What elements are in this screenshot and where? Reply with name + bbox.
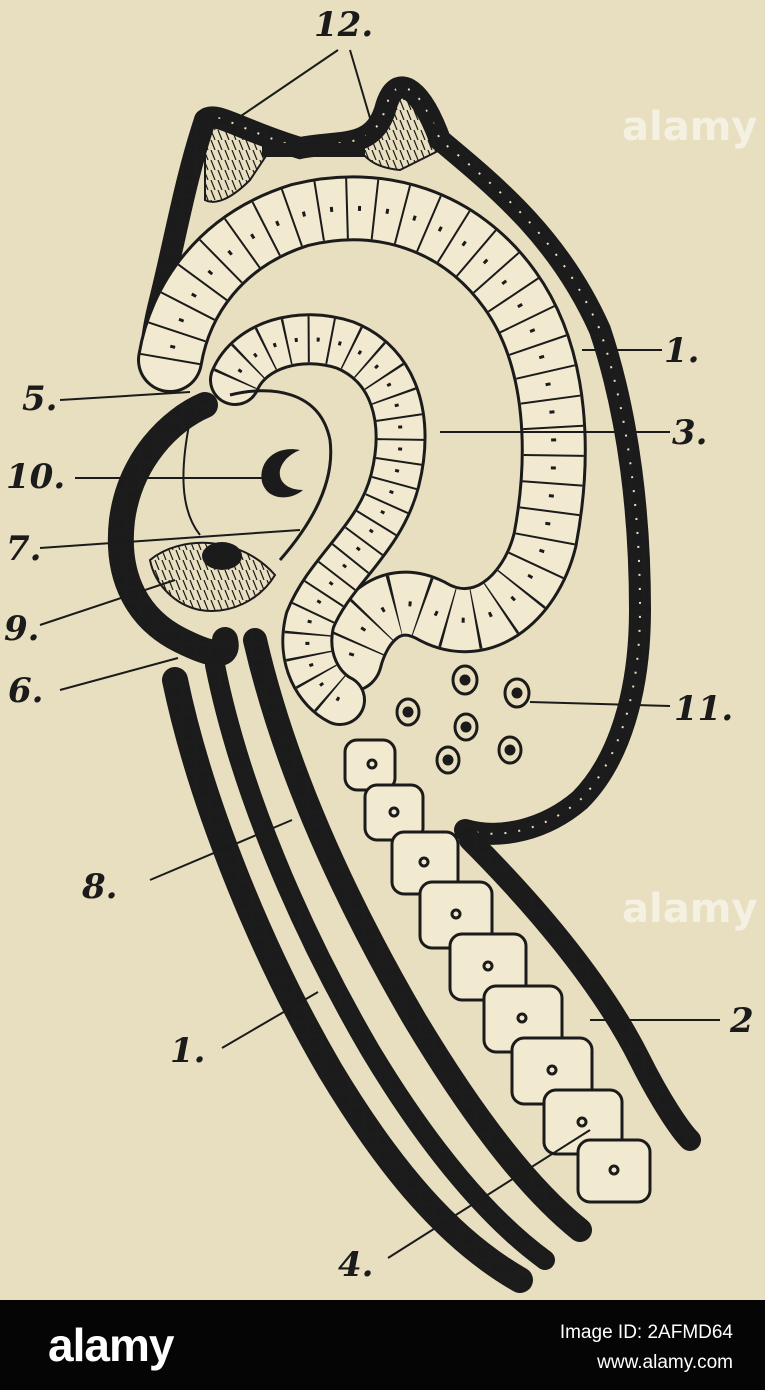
- lower-tube-layers: [162, 628, 701, 1293]
- image-id-text: Image ID: 2AFMD64: [559, 1322, 733, 1343]
- label-7: 7.: [6, 529, 42, 569]
- label-4: 4.: [338, 1245, 374, 1285]
- figure-labels: 12. 1. 5. 3. 10. 7. 9. 6. 11. 8. 2 1. 4.: [4, 5, 754, 1285]
- label-2: 2: [729, 1001, 754, 1041]
- site-url-text: www.alamy.com: [597, 1352, 733, 1373]
- label-1-bottom: 1.: [170, 1031, 206, 1071]
- endoderm-fold: [137, 175, 587, 693]
- yolk-cell-column: [343, 738, 652, 1204]
- label-6: 6.: [8, 671, 44, 711]
- watermarks: alamy alamy: [622, 104, 757, 932]
- label-5: 5.: [22, 379, 58, 419]
- label-11: 11.: [674, 689, 733, 729]
- watermark-top: alamy: [622, 104, 757, 150]
- label-8: 8.: [81, 867, 118, 907]
- embryo-section-drawing: 12. 1. 5. 3. 10. 7. 9. 6. 11. 8. 2 1. 4.…: [4, 5, 757, 1293]
- footer-brand-logo: alamy: [48, 1319, 174, 1371]
- leader-lines: [39, 49, 720, 1259]
- label-12: 12.: [314, 5, 373, 45]
- inner-endoderm-fold: [209, 313, 427, 726]
- free-mesenchyme-cells: [395, 664, 531, 775]
- watermark-bottom: alamy: [622, 886, 757, 932]
- striated-thickenings: [204, 78, 442, 203]
- left-lobe: [107, 392, 277, 667]
- label-1-top: 1.: [664, 331, 700, 371]
- label-10: 10.: [6, 457, 65, 497]
- diagram-figure: 12. 1. 5. 3. 10. 7. 9. 6. 11. 8. 2 1. 4.…: [4, 5, 758, 1293]
- label-9: 9.: [4, 609, 40, 649]
- footer-bar: alamy Image ID: 2AFMD64 www.alamy.com: [0, 1300, 765, 1390]
- label-3: 3.: [672, 413, 708, 453]
- eye-spot: [229, 389, 333, 561]
- footer-image-info: Image ID: 2AFMD64 www.alamy.com: [560, 1318, 733, 1378]
